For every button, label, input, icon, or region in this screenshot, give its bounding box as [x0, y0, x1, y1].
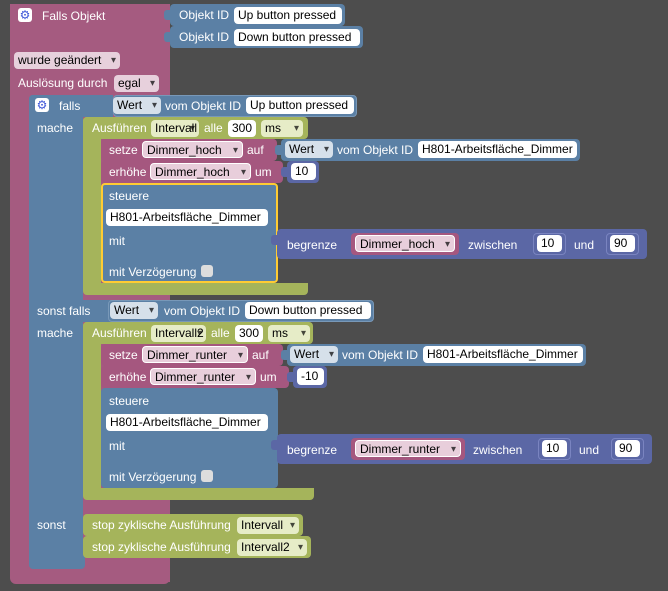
if-block-falls-row	[29, 95, 113, 117]
interval-name-field[interactable]: Intervall	[151, 120, 199, 137]
variable-dropdown[interactable]: Dimmer_hoch	[142, 141, 243, 159]
value-dropdown[interactable]: Wert	[285, 141, 333, 158]
gear-icon[interactable]: ⚙	[18, 8, 32, 22]
control-block-2[interactable]	[101, 388, 278, 488]
if-block-bottom	[29, 555, 85, 569]
value-dropdown[interactable]: Wert	[290, 346, 338, 363]
if-block[interactable]	[29, 95, 83, 568]
and-label: und	[574, 238, 595, 252]
by-label: um	[260, 370, 277, 384]
interval-value-field[interactable]: 300	[235, 325, 263, 342]
every-label: alle	[211, 326, 230, 340]
variable-dropdown[interactable]: Dimmer_runter	[150, 368, 256, 386]
increase-label: erhöhe	[109, 165, 147, 179]
object-field[interactable]: H801-Arbeitsfläche_Dimmer	[423, 346, 583, 363]
else-if-label: sonst falls	[37, 304, 91, 318]
trigger-by-dropdown[interactable]: egal	[114, 75, 159, 92]
puzzle-connector	[164, 32, 170, 42]
condition-object-field-2[interactable]: Down button pressed	[245, 302, 371, 319]
object-id-field-1[interactable]: Up button pressed	[234, 7, 342, 24]
control-object-field[interactable]: H801-Arbeitsfläche_Dimmer	[106, 209, 268, 226]
clamp-min-field[interactable]: 10	[537, 235, 562, 252]
value-dropdown[interactable]: Wert	[110, 302, 158, 319]
interval-unit-dropdown[interactable]: ms	[261, 120, 303, 137]
stop-label: stop zyklische Ausführung	[92, 540, 231, 554]
stop-interval-dropdown[interactable]: Intervall	[237, 517, 299, 534]
run-label: Ausführen	[92, 121, 147, 135]
from-object-label: vom Objekt ID	[165, 99, 242, 113]
clamp-label: begrenze	[287, 238, 338, 252]
variable-dropdown[interactable]: Dimmer_runter	[142, 346, 248, 364]
from-object-label: vom Objekt ID	[342, 348, 419, 362]
from-object-label: vom Objekt ID	[164, 304, 241, 318]
increase-value-field[interactable]: -10	[297, 368, 324, 385]
if-label: falls	[59, 99, 81, 113]
interval-unit-dropdown[interactable]: ms	[268, 325, 310, 342]
object-id-prefix-2: Objekt ID	[179, 30, 230, 44]
clamp-min-field[interactable]: 10	[542, 440, 567, 457]
gear-icon[interactable]: ⚙	[35, 98, 49, 112]
delay-label: mit Verzögerung	[109, 265, 197, 279]
with-label: mit	[109, 234, 125, 248]
if-block-sonstfalls-row	[29, 300, 113, 322]
delay-label: mit Verzögerung	[109, 470, 197, 484]
else-label: sonst	[37, 518, 66, 532]
interval-name-field[interactable]: Intervall2	[151, 325, 206, 342]
trigger-by-label: Auslösung durch	[18, 76, 108, 90]
puzzle-connector	[275, 145, 281, 155]
stop-interval-dropdown[interactable]: Intervall2	[237, 539, 307, 556]
between-label: zwischen	[468, 238, 518, 252]
run-label: Ausführen	[92, 326, 147, 340]
clamp-max-field[interactable]: 90	[610, 235, 635, 252]
event-block-header	[10, 4, 168, 48]
value-dropdown[interactable]: Wert	[113, 97, 161, 114]
puzzle-connector	[164, 10, 170, 20]
delay-checkbox[interactable]	[201, 265, 213, 277]
puzzle-connector	[281, 167, 287, 177]
set-label: setze	[109, 143, 138, 157]
clamp-label: begrenze	[287, 443, 338, 457]
set-label: setze	[109, 348, 138, 362]
interval-block-1[interactable]	[83, 117, 101, 293]
object-id-field-2[interactable]: Down button pressed	[234, 29, 360, 46]
condition-object-field-1[interactable]: Up button pressed	[246, 97, 354, 114]
clamp-max-field[interactable]: 90	[615, 440, 640, 457]
between-label: zwischen	[473, 443, 523, 457]
with-label: mit	[109, 439, 125, 453]
control-object-field[interactable]: H801-Arbeitsfläche_Dimmer	[106, 414, 268, 431]
variable-dropdown[interactable]: Dimmer_runter	[355, 440, 461, 458]
object-id-prefix-1: Objekt ID	[179, 8, 230, 22]
puzzle-connector	[281, 350, 287, 360]
object-field[interactable]: H801-Arbeitsfläche_Dimmer	[418, 141, 577, 158]
interval-block-2[interactable]	[83, 322, 101, 498]
increase-value-field[interactable]: 10	[291, 163, 316, 180]
control-label: steuere	[109, 394, 150, 408]
by-label: um	[255, 165, 272, 179]
do-label: mache	[37, 121, 74, 135]
control-label: steuere	[109, 189, 150, 203]
on-label: auf	[247, 143, 264, 157]
puzzle-connector	[271, 440, 277, 450]
event-label: Falls Objekt	[42, 9, 106, 23]
event-block-bottom	[10, 570, 170, 584]
and-label: und	[579, 443, 600, 457]
do-label: mache	[37, 326, 74, 340]
puzzle-connector	[287, 372, 293, 382]
variable-dropdown[interactable]: Dimmer_hoch	[150, 163, 251, 181]
interval-value-field[interactable]: 300	[228, 120, 256, 137]
on-label: auf	[252, 348, 269, 362]
increase-label: erhöhe	[109, 370, 147, 384]
clamp-block-1[interactable]	[277, 229, 647, 259]
stop-label: stop zyklische Ausführung	[92, 518, 231, 532]
trigger-dropdown[interactable]: wurde geändert	[14, 52, 120, 69]
delay-checkbox[interactable]	[201, 470, 213, 482]
puzzle-connector	[271, 235, 277, 245]
from-object-label: vom Objekt ID	[337, 143, 414, 157]
every-label: alle	[204, 121, 223, 135]
interval-block-2-bottom	[83, 488, 314, 500]
interval-block-1-bottom	[83, 283, 308, 295]
variable-dropdown[interactable]: Dimmer_hoch	[355, 235, 455, 253]
